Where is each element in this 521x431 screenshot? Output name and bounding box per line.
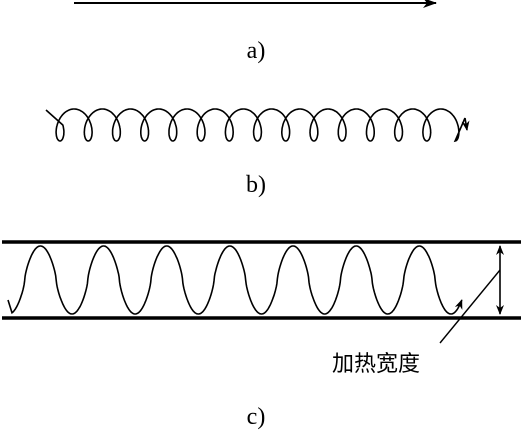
heating-width-label: 加热宽度 xyxy=(332,352,420,377)
caption-c: c) xyxy=(247,404,266,430)
helical-path-arrow xyxy=(461,117,470,131)
panel-b: b) xyxy=(45,108,470,198)
weave-path xyxy=(7,245,463,315)
caption-a: a) xyxy=(247,38,266,64)
caption-b: b) xyxy=(246,172,266,198)
panel-c: 加热宽度 c) xyxy=(2,240,521,430)
leader-line xyxy=(439,269,501,344)
panel-a: a) xyxy=(74,0,437,64)
helical-path xyxy=(45,108,466,143)
